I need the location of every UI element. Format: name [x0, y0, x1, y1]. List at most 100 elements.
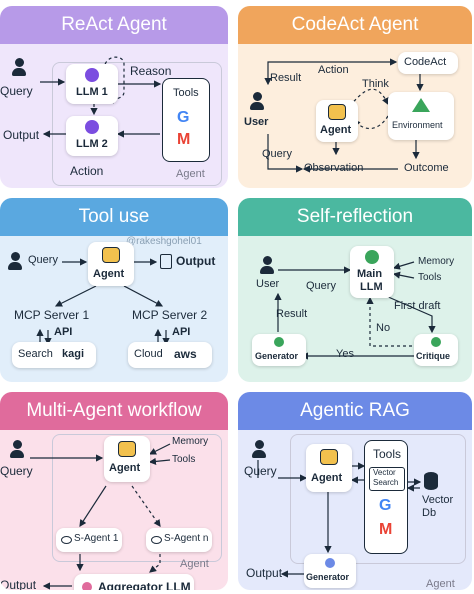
codeact-agent-panel: CodeAct Agent Result Action CodeAct Thin…	[238, 6, 472, 188]
selfreflection-main-label: Main	[357, 268, 383, 280]
critique-icon	[431, 337, 441, 347]
kagi-logo: kagi	[62, 348, 85, 360]
robot-icon	[102, 247, 120, 263]
react-llm1-label: LLM 1	[76, 86, 108, 98]
codeact-agent-card: Agent	[316, 100, 358, 142]
robot-icon	[320, 449, 338, 465]
agenticrag-vector-search-line1: Vector	[373, 468, 396, 477]
multiagent-sagent1-card: S-Agent 1	[56, 528, 122, 552]
react-action-label: Action	[70, 164, 104, 178]
agenticrag-title: Agentic RAG	[300, 400, 410, 421]
codeact-agent-label: Agent	[320, 124, 352, 136]
tooluse-cloud-card: Cloud aws	[128, 342, 212, 368]
react-llm1-card: LLM 1	[66, 64, 118, 104]
tooluse-mcp1-label: MCP Server 1	[14, 308, 90, 322]
agenticrag-query-label: Query	[244, 464, 277, 478]
multiagent-query-label: Query	[0, 464, 33, 478]
multiagent-memory-label: Memory	[172, 436, 209, 447]
tooluse-mcp2-label: MCP Server 2	[132, 308, 208, 322]
selfreflection-first-draft-label: First draft	[394, 300, 441, 312]
selfreflection-generator-card: Generator	[252, 334, 306, 366]
multiagent-arrows	[30, 443, 171, 590]
tooluse-search-label: Search	[18, 348, 53, 360]
selfreflection-title: Self-reflection	[296, 206, 414, 227]
user-icon	[8, 252, 22, 272]
multiagent-sagent1-label: S-Agent 1	[74, 533, 119, 544]
user-icon	[260, 256, 274, 276]
codeact-observation-label: Observation	[304, 162, 364, 174]
tooluse-cloud-label: Cloud	[134, 348, 163, 360]
codeact-action-label: Action	[318, 64, 349, 76]
react-llm2-label: LLM 2	[76, 138, 108, 150]
eye-icon	[151, 536, 162, 544]
codeact-environment-card: Environment	[388, 92, 454, 140]
aws-logo: aws	[174, 347, 197, 361]
react-agent-panel: ReAct Agent Query Output LLM 1 LLM 2 Rea…	[0, 6, 228, 188]
codeact-think-label: Think	[362, 78, 389, 90]
codeact-result-label: Result	[270, 72, 302, 84]
database-icon	[424, 472, 438, 490]
codeact-user-label: User	[244, 116, 269, 128]
agenticrag-agent-box-label: Agent	[426, 578, 455, 590]
selfreflection-user-label: User	[256, 278, 280, 290]
codeact-title: CodeAct Agent	[291, 14, 419, 35]
multiagent-aggregator-label: Aggregator LLM	[98, 580, 191, 590]
multiagent-agent-label: Agent	[109, 462, 141, 474]
react-title: ReAct Agent	[61, 14, 167, 35]
multiagent-output-label: Output	[0, 578, 37, 590]
self-reflection-panel: Self-reflection User Query Main LLM Memo…	[238, 198, 472, 382]
llm-icon	[85, 120, 99, 134]
vector-search-box: Vector Search	[369, 467, 405, 491]
react-tools-label: Tools	[173, 87, 199, 99]
agenticrag-agent-card: Agent	[306, 444, 352, 492]
eye-icon	[61, 536, 72, 544]
google-icon: G	[379, 497, 392, 514]
multi-agent-panel: Multi-Agent workflow Query Agent Memory …	[0, 392, 228, 590]
multiagent-agent-box	[52, 434, 222, 562]
react-query-label: Query	[0, 84, 33, 98]
llm-icon	[365, 250, 379, 264]
selfreflection-tools-label: Tools	[418, 272, 442, 283]
react-reason-label: Reason	[130, 64, 172, 78]
llm-icon	[85, 68, 99, 82]
multiagent-sagentn-card: S-Agent n	[146, 528, 212, 552]
codeact-codeact-card: CodeAct	[398, 52, 458, 74]
agenticrag-vector-search-line2: Search	[373, 478, 399, 487]
selfreflection-critique-label: Critique	[416, 351, 451, 361]
agentic-rag-panel: Agentic RAG Query Agent Tools Vector	[238, 392, 472, 590]
tooluse-header: Tool use	[0, 198, 228, 236]
react-llm2-card: LLM 2	[66, 116, 118, 156]
selfreflection-main-llm-card: Main LLM	[350, 246, 394, 298]
react-output-label: Output	[3, 128, 40, 142]
agenticrag-tools-label: Tools	[373, 447, 402, 461]
agenticrag-agent-box	[290, 434, 466, 564]
tooluse-agent-label: Agent	[93, 268, 125, 280]
agenticrag-vector-db-line1: Vector	[422, 494, 454, 506]
tooluse-api1-label: API	[54, 326, 73, 338]
generator-icon	[325, 558, 335, 568]
multiagent-agent-box-label: Agent	[180, 558, 209, 570]
codeact-outcome-label: Outcome	[404, 162, 449, 174]
tool-use-panel: Tool use @rakeshgohel01 Query Agent Outp…	[0, 198, 228, 382]
codeact-header: CodeAct Agent	[238, 6, 472, 44]
multiagent-header: Multi-Agent workflow	[0, 392, 228, 430]
agenticrag-arrows	[257, 460, 422, 578]
user-icon	[10, 440, 24, 460]
codeact-query-label: Query	[262, 148, 292, 160]
google-icon: G	[177, 109, 190, 126]
selfreflection-query-label: Query	[306, 280, 336, 292]
selfreflection-generator-label: Generator	[255, 351, 299, 361]
selfreflection-result-label: Result	[276, 308, 308, 320]
multiagent-sagentn-label: S-Agent n	[164, 533, 209, 544]
agenticrag-vector-db-line2: Db	[422, 507, 437, 519]
agenticrag-header: Agentic RAG	[238, 392, 472, 430]
robot-icon	[328, 104, 346, 120]
generator-icon	[274, 337, 284, 347]
user-icon	[252, 440, 266, 460]
gmail-icon: M	[379, 521, 393, 538]
aggregator-icon	[82, 582, 92, 590]
react-tools-card: Tools G M	[162, 78, 210, 162]
agenticrag-generator-card: Generator	[304, 554, 356, 588]
selfreflection-memory-label: Memory	[418, 256, 455, 267]
tooluse-query-label: Query	[28, 254, 58, 266]
